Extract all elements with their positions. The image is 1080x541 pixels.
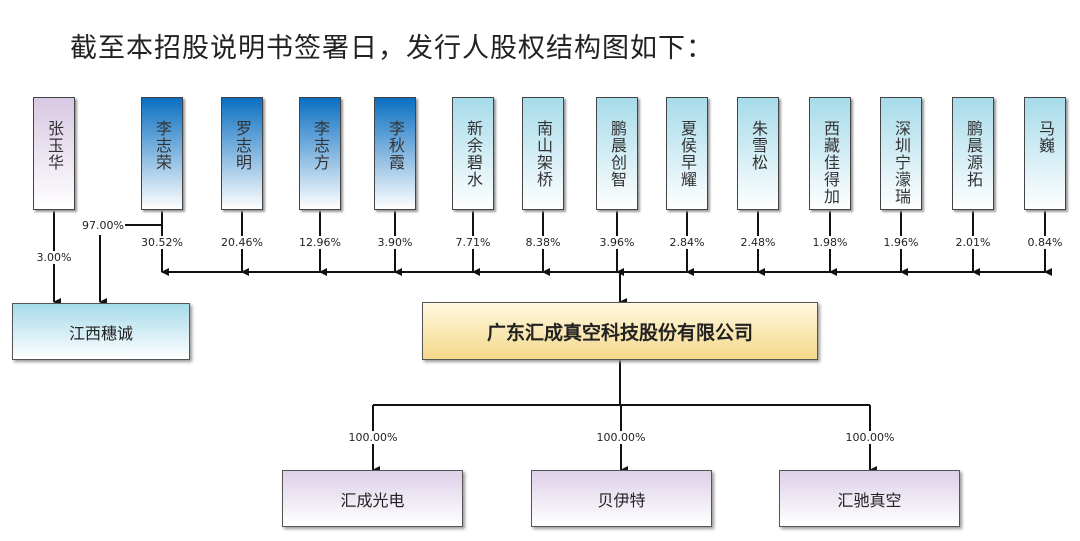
shareholder-pct: 8.38% [524,236,562,249]
shareholder-pct: 0.84% [1026,236,1064,249]
shareholder-pct: 1.98% [811,236,849,249]
shareholder-pct: 20.46% [220,236,264,249]
shareholder-box: 马巍 [1024,97,1066,210]
company-box: 广东汇成真空科技股份有限公司 [422,302,818,360]
shareholder-pct: 3.90% [376,236,414,249]
shareholder-pct: 1.96% [882,236,920,249]
shareholder-box: 朱雪松 [737,97,779,210]
shareholder-box: 深圳宁濛瑞 [880,97,922,210]
subsidiary-pct: 100.00% [347,431,399,444]
subsidiary-pct: 100.00% [595,431,647,444]
shareholder-pct: 12.96% [298,236,342,249]
shareholder-box: 新余碧水 [452,97,494,210]
subsidiary-box: 汇成光电 [282,470,463,527]
shareholder-pct: 7.71% [454,236,492,249]
shareholder-pct: 3.96% [598,236,636,249]
shareholder-box: 西藏佳得加 [809,97,851,210]
subsidiary-pct: 100.00% [844,431,896,444]
shareholder-name: 西藏佳得加 [821,120,840,205]
shareholder-pct: 2.48% [739,236,777,249]
shareholder-name: 李志方 [311,120,330,171]
jiangxi-box: 江西穗诚 [12,303,190,360]
shareholder-box: 李秋霞 [374,97,416,210]
shareholder-name: 深圳宁濛瑞 [892,120,911,205]
shareholder-name: 鹏晨源拓 [964,120,983,188]
shareholder-name: 鹏晨创智 [608,120,627,188]
li-jiangxi-pct: 97.00% [81,219,125,232]
subsidiary-box: 贝伊特 [531,470,712,527]
shareholder-box: 罗志明 [221,97,263,210]
shareholder-pct: 30.52% [140,236,184,249]
shareholder-box: 夏侯早耀 [666,97,708,210]
shareholder-name: 张玉华 [45,120,64,171]
shareholder-name: 南山架桥 [534,120,553,188]
shareholder-name: 马巍 [1036,120,1055,154]
shareholder-name: 罗志明 [233,120,252,171]
shareholder-box: 李志荣 [141,97,183,210]
zhang-pct: 3.00% [35,251,73,264]
page-title: 截至本招股说明书签署日，发行人股权结构图如下： [70,33,714,64]
shareholder-pct: 2.84% [668,236,706,249]
shareholder-name: 李秋霞 [386,120,405,171]
shareholder-box: 鹏晨源拓 [952,97,994,210]
shareholder-box: 鹏晨创智 [596,97,638,210]
shareholder-name: 新余碧水 [464,120,483,188]
subsidiary-box: 汇驰真空 [779,470,960,527]
shareholder-box: 李志方 [299,97,341,210]
shareholder-name: 夏侯早耀 [678,120,697,188]
shareholder-name: 李志荣 [153,120,172,171]
shareholder-box: 南山架桥 [522,97,564,210]
shareholder-box-zhang: 张玉华 [33,97,75,210]
shareholder-pct: 2.01% [954,236,992,249]
shareholder-name: 朱雪松 [749,120,768,171]
